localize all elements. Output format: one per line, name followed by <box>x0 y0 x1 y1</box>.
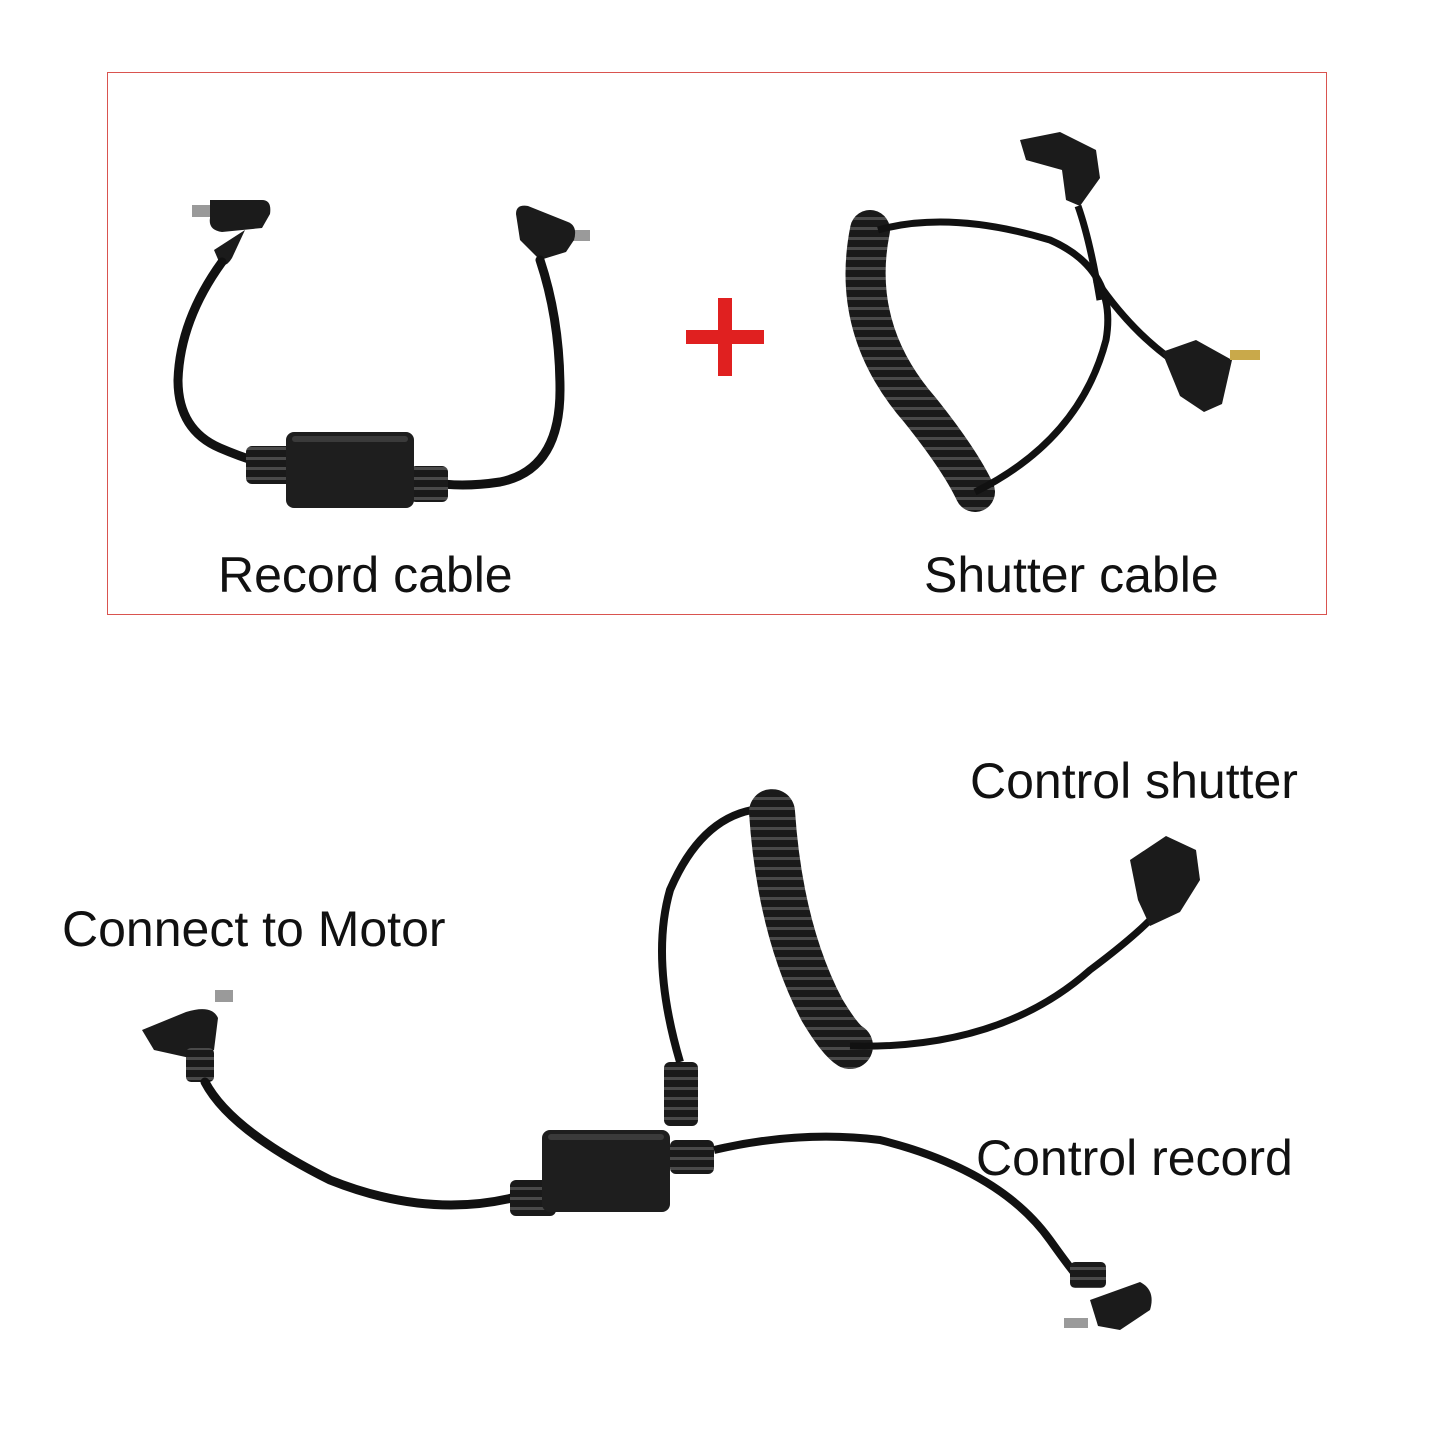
mini-usb-plug-icon <box>192 205 214 217</box>
micro-usb-plug-icon <box>572 230 590 241</box>
record-cable-image <box>173 200 590 508</box>
record-control-box <box>286 432 414 508</box>
record-plug-icon <box>1090 1282 1152 1330</box>
combined-control-box <box>542 1130 670 1212</box>
control-record-label: Control record <box>976 1130 1293 1186</box>
shutter-plug-icon <box>1130 836 1200 926</box>
combined-cable-image <box>142 789 1200 1330</box>
plus-icon <box>686 298 764 376</box>
motor-plug-icon <box>215 990 233 1002</box>
n3-plug-icon <box>1020 132 1100 206</box>
control-shutter-label: Control shutter <box>970 753 1298 809</box>
product-frame <box>107 72 1327 615</box>
jack-plug-icon <box>1162 340 1232 412</box>
shutter-cable-label: Shutter cable <box>924 547 1219 603</box>
record-cable-label: Record cable <box>218 547 513 603</box>
shutter-cable-image <box>845 132 1260 512</box>
connect-to-motor-label: Connect to Motor <box>62 901 446 957</box>
